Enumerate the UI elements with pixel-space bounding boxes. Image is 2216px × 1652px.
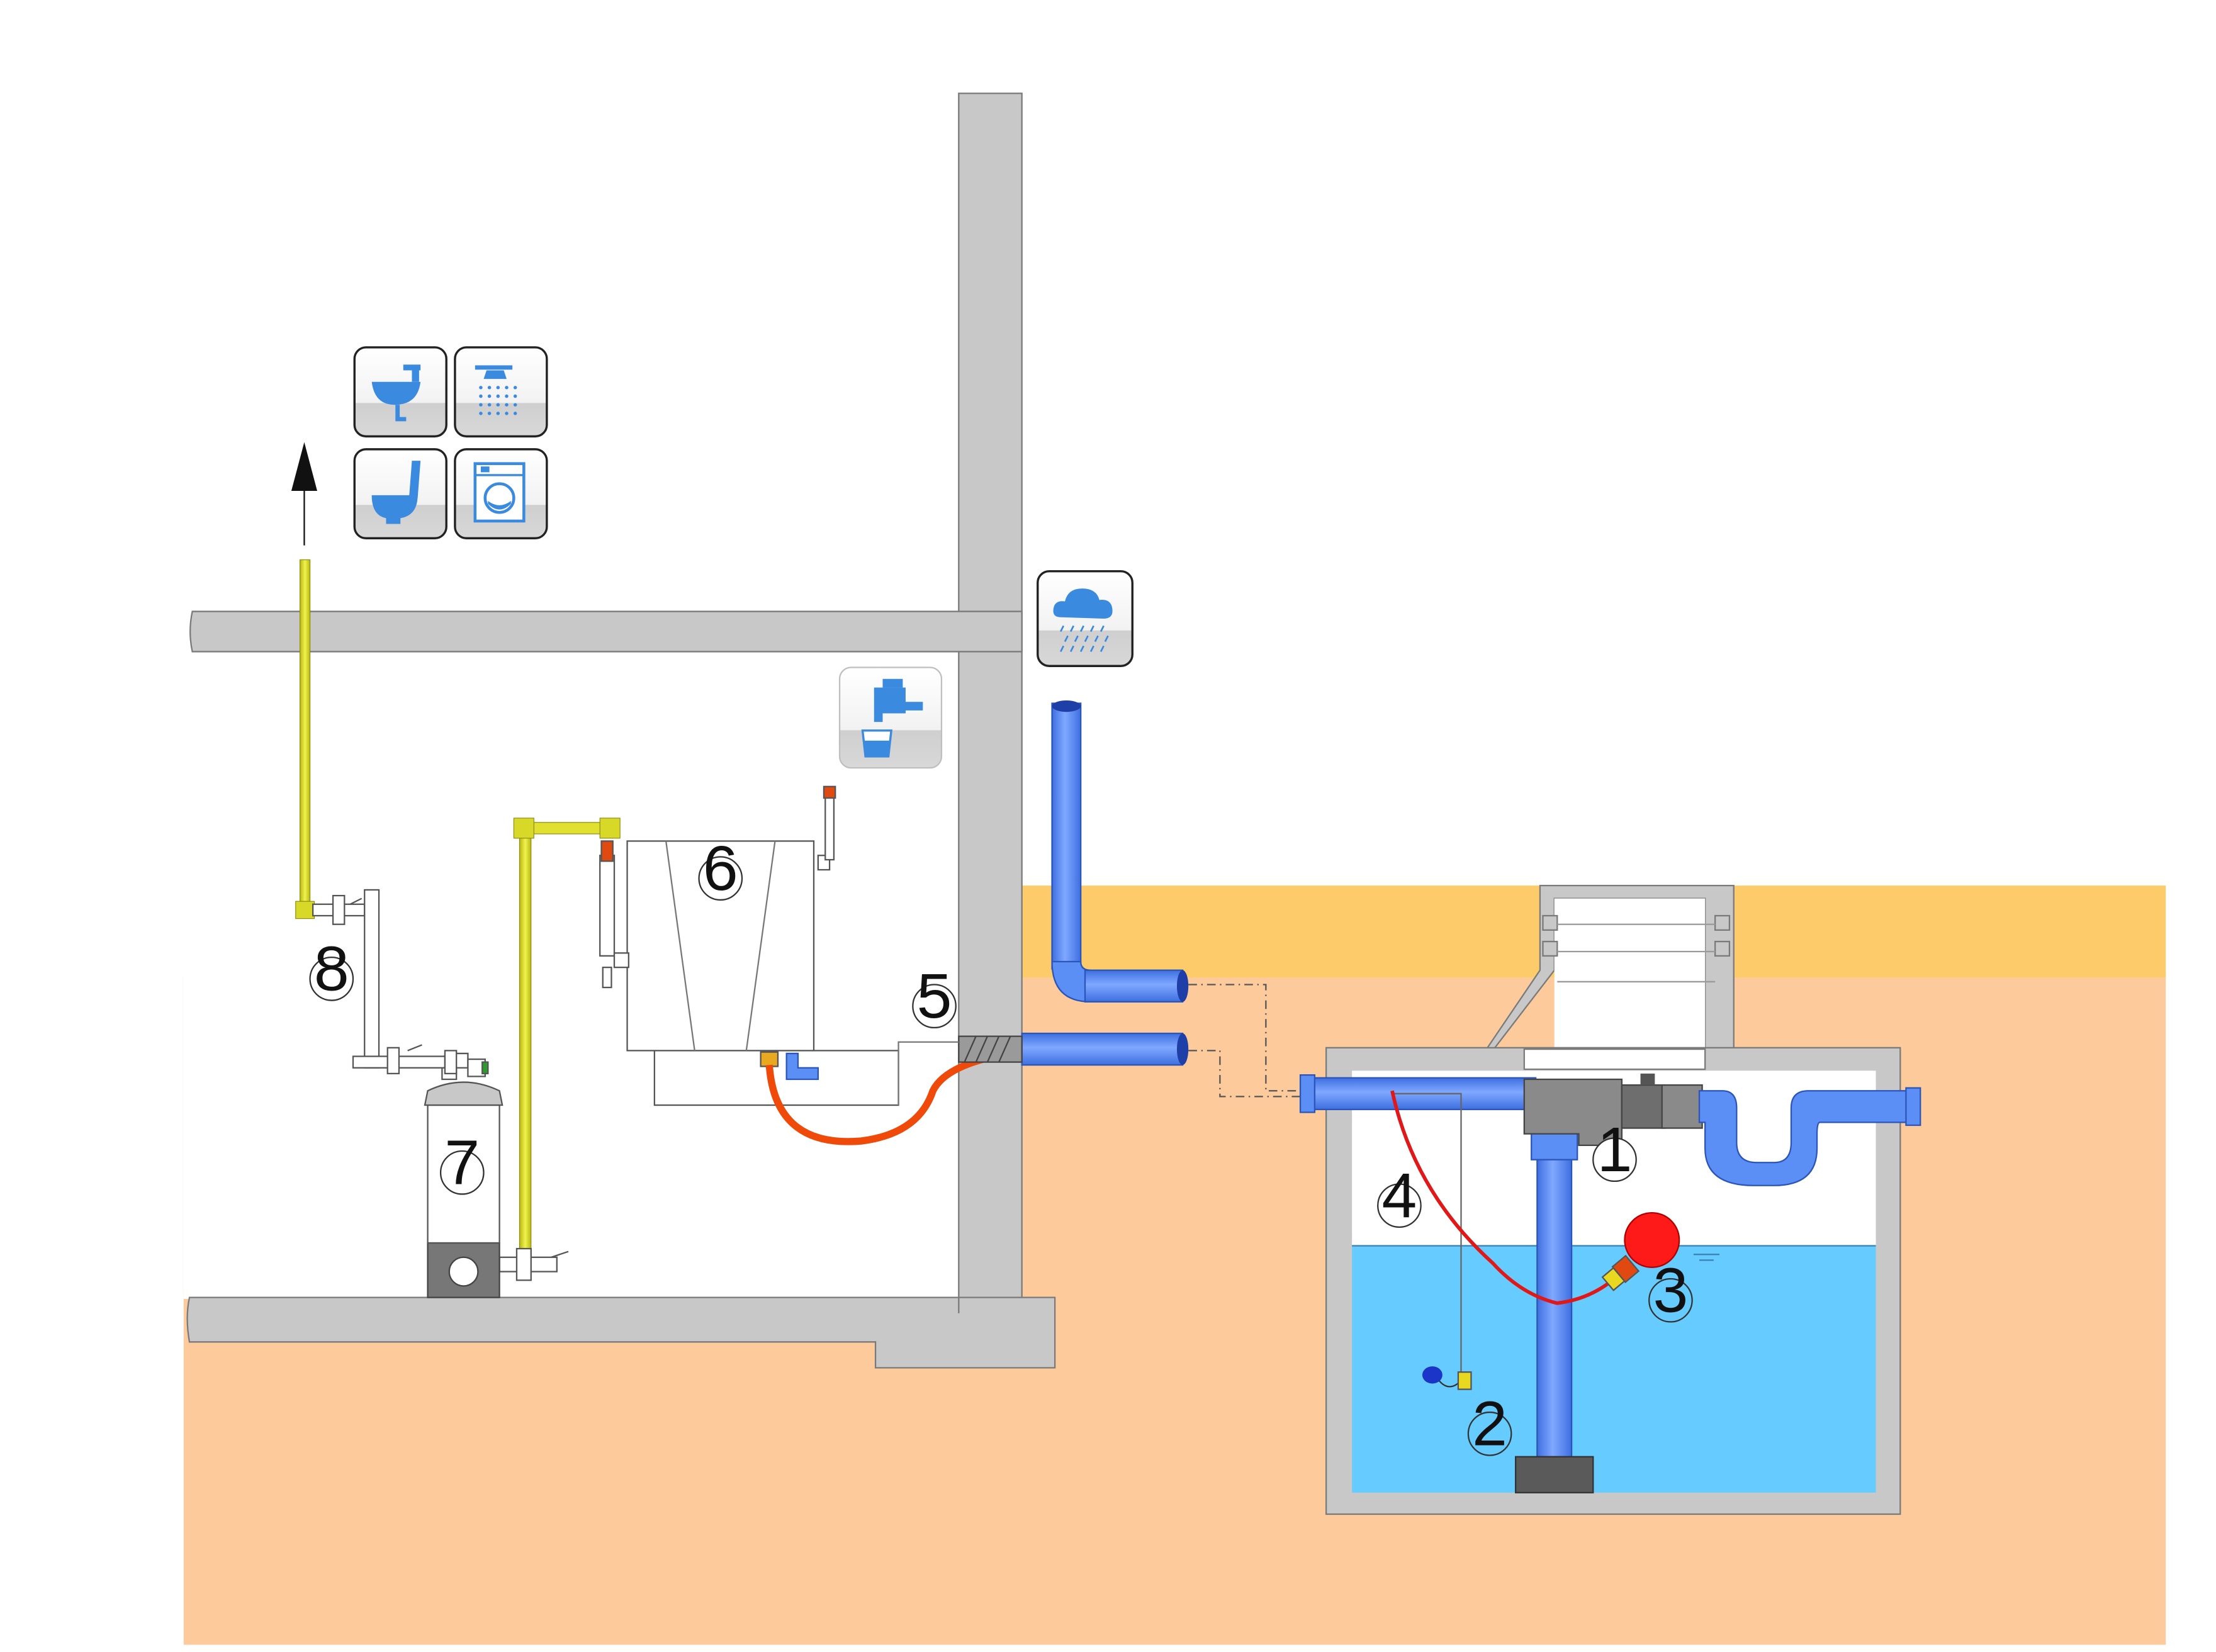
bypass-fittings <box>312 889 458 1075</box>
basement-floor-slab <box>186 1296 1056 1369</box>
downpipe-horizontal <box>1084 969 1184 1003</box>
supply-up-arrow <box>291 442 317 546</box>
tank-lid-inner <box>1523 1048 1706 1070</box>
filter-cap-nut <box>1640 1073 1655 1086</box>
exterior-wall <box>958 93 1023 1300</box>
unit-power-line <box>897 1041 959 1106</box>
callout-1-label: 1 <box>1597 1115 1633 1185</box>
drinking-water-tap-icon <box>838 666 943 769</box>
downpipe-outlet <box>1176 970 1189 1002</box>
suction-filter <box>1601 1254 1640 1291</box>
wall-sleeve <box>958 1035 1023 1063</box>
float-switch-body <box>1422 1366 1443 1384</box>
inlet-down-socket <box>1531 1130 1578 1160</box>
callout-7-label: 7 <box>444 1127 480 1198</box>
ground-floor-slab <box>189 610 1023 653</box>
suction-float <box>1624 1211 1680 1268</box>
unit-panel-right <box>745 841 776 1051</box>
suction-hose-red <box>765 1048 1020 1145</box>
callout-2: 2 <box>1467 1389 1512 1459</box>
washing-machine-icon <box>454 448 548 539</box>
suction-hose <box>1390 1090 1621 1305</box>
wall-sleeve-hatch <box>964 1036 1011 1063</box>
yellow-pipe-elbow-right <box>599 818 621 839</box>
callout-3: 3 <box>1648 1255 1693 1325</box>
shaft-lines <box>1557 923 1716 983</box>
drinking-water-supply-pipe <box>498 818 621 1281</box>
unit-side-tap <box>817 785 836 871</box>
callout-5-label: 5 <box>917 961 952 1031</box>
suction-conduit-outlet <box>1176 1033 1189 1065</box>
rainwater-management-unit <box>599 785 1023 1145</box>
riser-elbow <box>295 901 315 919</box>
building-structure <box>186 93 1056 1369</box>
toilet-icon <box>353 448 447 539</box>
rainwater-filter <box>1299 1073 1921 1493</box>
water-level-mark <box>1693 1254 1719 1261</box>
shaft-rings <box>1542 914 1731 957</box>
supply-riser <box>300 559 311 911</box>
downpipe <box>1021 700 1189 1066</box>
floating-suction <box>1390 1090 1680 1305</box>
washbasin-icon <box>353 346 447 438</box>
filter-unit-port <box>448 1256 479 1287</box>
callout-6: 6 <box>698 833 743 904</box>
dash-suction-to-tank <box>1188 1050 1303 1098</box>
lower-valve <box>498 1247 569 1281</box>
shaft-opening <box>1554 898 1706 1051</box>
unit-panel-left <box>665 841 695 1051</box>
inlet-calmer <box>1515 1456 1594 1493</box>
rain-cloud-icon <box>1037 570 1133 667</box>
bypass-station <box>295 559 458 1075</box>
callout-8-label: 8 <box>314 934 349 1004</box>
downpipe-vertical <box>1051 702 1082 970</box>
dash-rain-to-tank <box>1188 984 1303 1092</box>
callout-7: 7 <box>439 1127 485 1198</box>
overflow-siphon <box>1698 1090 1916 1186</box>
yellow-pipe-elbow-left <box>513 818 534 839</box>
callout-2-label: 2 <box>1472 1389 1507 1459</box>
downpipe-top-opening <box>1052 700 1081 712</box>
inlet-socket <box>1299 1074 1316 1113</box>
callout-3-label: 3 <box>1653 1255 1689 1325</box>
filter-unit-head <box>424 1081 503 1106</box>
filter-outlet-socket <box>1661 1084 1703 1129</box>
float-switch-weight <box>1457 1371 1472 1390</box>
callout-4-label: 4 <box>1382 1160 1417 1231</box>
shower-icon <box>454 346 548 438</box>
overflow-outlet-socket <box>1905 1087 1921 1127</box>
connection-dashes <box>1188 984 1303 1098</box>
filter-body <box>1523 1078 1623 1147</box>
float-switch <box>1392 1093 1472 1390</box>
unit-left-fittings <box>599 840 629 989</box>
float-switch-cable <box>1392 1093 1462 1375</box>
callout-4: 4 <box>1377 1160 1422 1231</box>
callout-6-label: 6 <box>703 833 738 904</box>
yellow-pipe-vertical <box>519 823 532 1255</box>
callout-5: 5 <box>912 961 957 1031</box>
suction-conduit <box>1021 1032 1184 1066</box>
callout-8: 8 <box>309 934 354 1004</box>
callout-1: 1 <box>1592 1115 1637 1185</box>
